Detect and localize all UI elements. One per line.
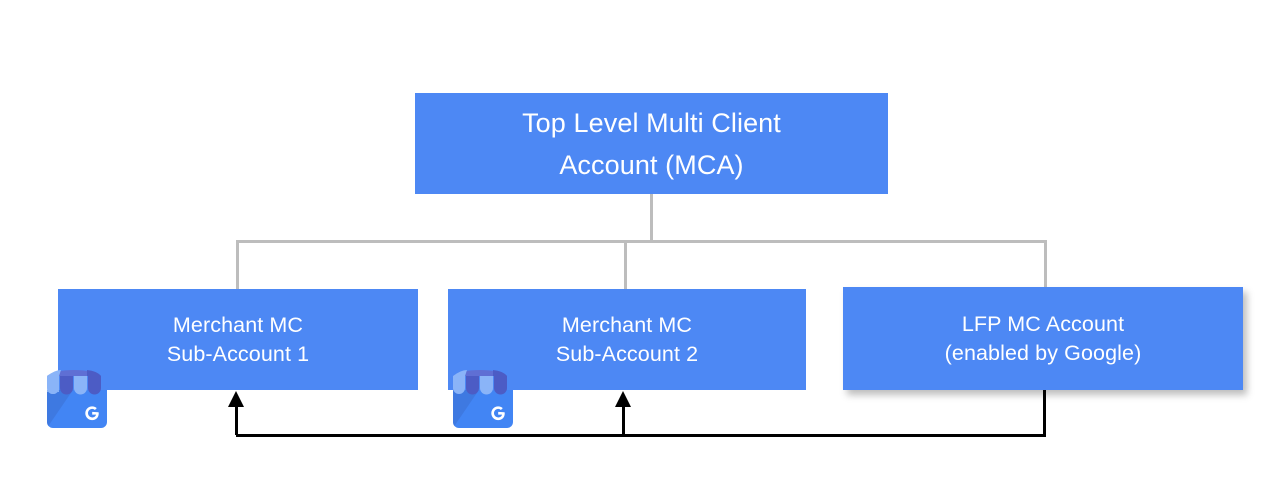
g-glyph (491, 406, 505, 421)
flow-line-to-sub-account-2 (622, 404, 625, 435)
node-merchant-mc-sub-account-1-label: Merchant MC Sub-Account 1 (166, 312, 310, 366)
google-business-profile-icon (449, 366, 517, 434)
g-glyph (85, 406, 99, 421)
connector-top-stem (650, 193, 653, 242)
connector-drop-lfp-account (1044, 240, 1047, 288)
node-top-level-mca-label: Top Level Multi Client Account (MCA) (522, 107, 781, 180)
flow-line-to-sub-account-1 (235, 404, 238, 435)
connector-horizontal-bus (236, 240, 1046, 243)
node-merchant-mc-sub-account-2[interactable]: Merchant MC Sub-Account 2 (448, 289, 806, 390)
arrowhead-to-sub-account-1 (228, 391, 244, 407)
arrowhead-to-sub-account-2 (615, 391, 631, 407)
node-lfp-mc-account-label: LFP MC Account (enabled by Google) (944, 311, 1142, 365)
node-top-level-mca[interactable]: Top Level Multi Client Account (MCA) (415, 93, 888, 194)
google-business-profile-icon (43, 366, 111, 434)
node-merchant-mc-sub-account-2-label: Merchant MC Sub-Account 2 (555, 312, 699, 366)
flow-line-base (236, 434, 1046, 437)
node-merchant-mc-sub-account-1[interactable]: Merchant MC Sub-Account 1 (58, 289, 418, 390)
flow-line-from-lfp (1043, 390, 1046, 437)
connector-drop-sub-account-1 (236, 240, 239, 289)
node-lfp-mc-account[interactable]: LFP MC Account (enabled by Google) (843, 287, 1243, 390)
connector-drop-sub-account-2 (624, 240, 627, 289)
